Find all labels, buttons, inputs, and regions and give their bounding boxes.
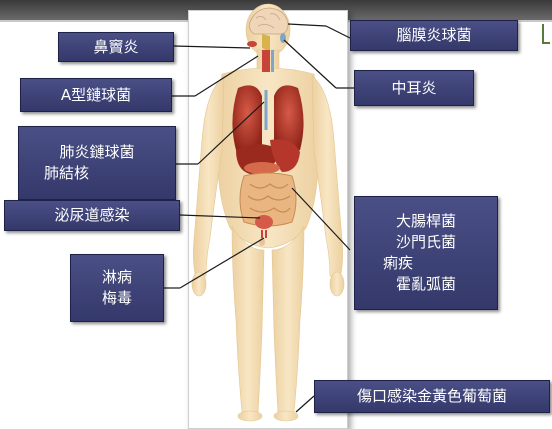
label-std-line-2: 梅毒 (102, 288, 132, 309)
label-intestinal-line-1: 大腸桿菌 (396, 211, 456, 232)
label-wound-infection-text: 傷口感染金黃色葡萄菌 (357, 386, 507, 407)
label-pneumonia-line-2: 肺結核 (19, 163, 89, 184)
label-pneumonia-line-1: 肺炎鏈球菌 (59, 142, 134, 163)
label-nasal-sinusitis: 鼻竇炎 (58, 32, 174, 62)
label-intestinal-line-2: 沙門氏菌 (396, 232, 456, 253)
label-wound-infection: 傷口感染金黃色葡萄菌 (314, 380, 550, 413)
leader-wound (296, 396, 314, 412)
label-uti-text: 泌尿道感染 (54, 205, 129, 226)
label-nasal-sinusitis-text: 鼻竇炎 (93, 37, 138, 58)
label-uti: 泌尿道感染 (4, 200, 180, 231)
label-pneumonia-tb: 肺炎鏈球菌 肺結核 (18, 126, 176, 200)
label-otitis-media: 中耳炎 (354, 70, 474, 106)
label-meningitis-text: 腦膜炎球菌 (396, 25, 471, 46)
label-intestinal: 大腸桿菌 沙門氏菌 痢疾 霍亂弧菌 (354, 196, 498, 310)
leader-meningitis-h (326, 26, 350, 38)
label-meningitis: 腦膜炎球菌 (350, 20, 518, 51)
label-group-a-strep: A型鏈球菌 (20, 78, 172, 112)
label-group-a-strep-text: A型鏈球菌 (61, 85, 131, 106)
label-otitis-media-text: 中耳炎 (391, 78, 436, 99)
leader-meningitis (288, 24, 326, 26)
label-intestinal-line-4: 霍亂弧菌 (396, 274, 456, 295)
label-std-line-1: 淋病 (102, 267, 132, 288)
label-std: 淋病 梅毒 (70, 254, 164, 322)
leader-nasal-sinusitis (174, 46, 250, 48)
label-intestinal-line-3: 痢疾 (355, 253, 413, 274)
